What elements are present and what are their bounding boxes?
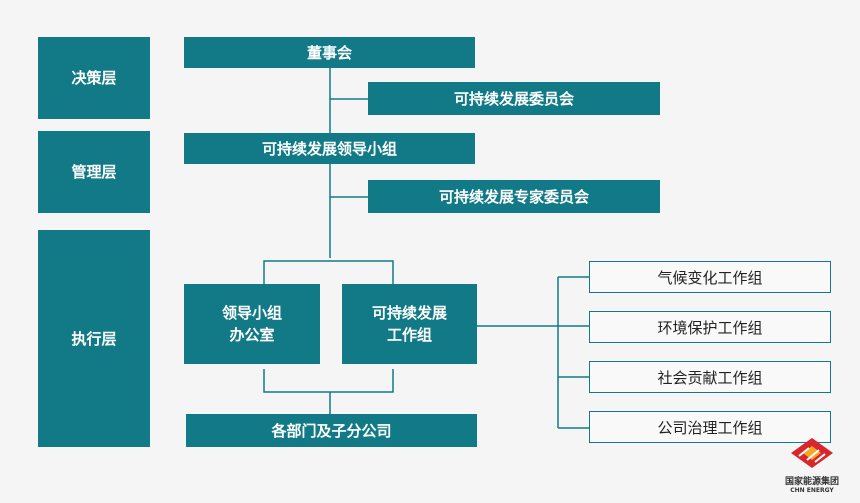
sd-working-group-line1: 可持续发展: [371, 304, 447, 322]
node-board: 董事会: [184, 37, 475, 68]
node-leading-office: 领导小组 办公室: [184, 284, 320, 364]
node-sd-working-group: 可持续发展 工作组: [342, 284, 477, 364]
working-group-environment: 环境保护工作组: [589, 311, 831, 343]
layer-management: 管理层: [38, 131, 150, 213]
node-departments: 各部门及子分公司: [186, 414, 477, 447]
layer-decision: 决策层: [38, 37, 150, 119]
sd-working-group-line2: 工作组: [386, 326, 432, 344]
working-group-climate: 气候变化工作组: [589, 261, 831, 293]
leading-office-line1: 领导小组: [221, 304, 282, 322]
node-sd-expert-committee: 可持续发展专家委员会: [368, 180, 660, 213]
logo-mark-icon: [791, 438, 833, 468]
layer-execution: 执行层: [38, 230, 150, 447]
working-group-governance: 公司治理工作组: [589, 411, 831, 443]
leading-office-line2: 办公室: [229, 326, 275, 344]
logo-text-cn: 国家能源集团: [784, 477, 839, 487]
logo-text-en: CHN ENERGY: [790, 487, 834, 494]
chn-energy-logo: 国家能源集团 CHN ENERGY: [772, 436, 852, 498]
working-group-social: 社会贡献工作组: [589, 361, 831, 393]
node-sd-leading-group: 可持续发展领导小组: [184, 133, 475, 164]
node-sd-committee: 可持续发展委员会: [368, 82, 660, 115]
